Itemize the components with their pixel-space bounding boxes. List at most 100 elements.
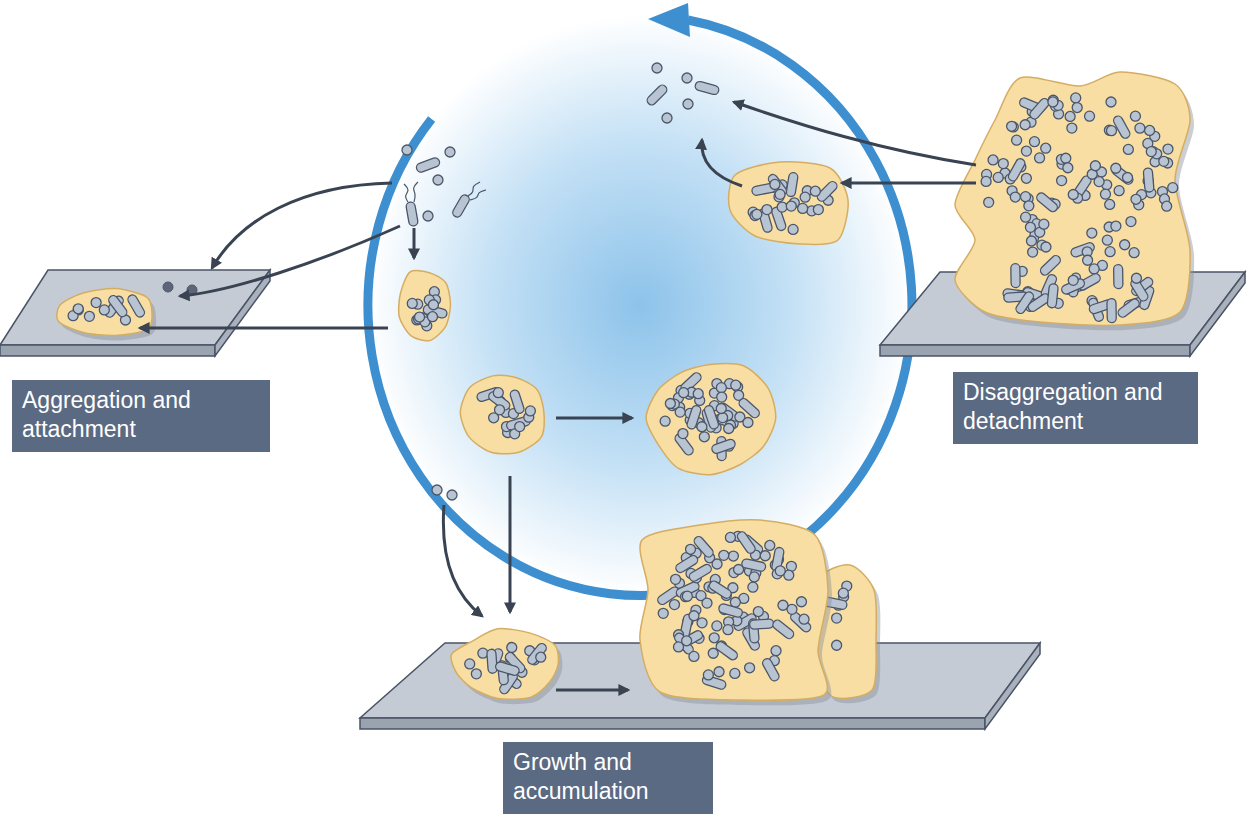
coccus-cell	[749, 572, 759, 582]
stage-label: Growth and accumulation	[513, 748, 703, 806]
coccus-cell	[1089, 264, 1099, 274]
coccus-cell	[1048, 97, 1058, 107]
coccus-cell	[91, 298, 101, 308]
process-arrow	[413, 228, 416, 258]
process-arrow	[734, 102, 976, 165]
coccus-cell	[1111, 221, 1121, 231]
coccus-cell	[786, 201, 796, 211]
coccus-cell	[671, 574, 681, 584]
rod-cell	[703, 404, 719, 430]
coccus-cell	[665, 398, 675, 408]
rod-cell	[714, 640, 739, 661]
coccus-cell	[730, 668, 740, 678]
process-arrow	[443, 505, 482, 616]
coccus-cell	[697, 618, 707, 628]
coccus-cell	[708, 648, 718, 658]
coccus-cell	[445, 147, 455, 157]
coccus-cell	[993, 172, 1003, 182]
coccus-cell	[716, 383, 726, 393]
rod-cell	[1047, 283, 1058, 308]
rod-cell	[415, 157, 441, 174]
coccus-cell	[718, 413, 728, 423]
coccus-cell	[1129, 248, 1139, 258]
rod-cell	[711, 438, 737, 454]
biofilm-aggregate	[460, 375, 544, 454]
coccus-cell	[1010, 192, 1020, 202]
coccus-cell	[683, 99, 693, 109]
cycle-arrow-head	[648, 3, 690, 37]
coccus-cell	[832, 613, 842, 623]
matrix-blob	[451, 629, 558, 700]
rod-cell	[771, 618, 795, 640]
rod-cell	[708, 579, 733, 600]
coccus-cell	[679, 388, 689, 398]
coccus-cell	[682, 591, 692, 601]
coccus-cell	[1067, 123, 1077, 133]
coccus-cell	[1163, 144, 1173, 154]
coccus-cell	[669, 600, 679, 610]
coccus-cell	[810, 186, 820, 196]
coccus-cell	[1131, 194, 1141, 204]
coccus-cell	[689, 611, 699, 621]
coccus-cell	[1106, 126, 1116, 136]
coccus-cell	[660, 416, 670, 426]
flagellum	[470, 190, 486, 200]
coccus-cell	[1020, 120, 1030, 130]
rod-cell	[688, 563, 713, 583]
coccus-cell	[1126, 217, 1136, 227]
rod-cell	[405, 201, 418, 226]
process-arrow	[212, 183, 392, 268]
coccus-cell	[1100, 189, 1110, 199]
biofilm-aggregate	[646, 364, 776, 475]
process-arrow	[140, 327, 388, 330]
coccus-cell	[1123, 144, 1133, 154]
biofilm-aggregate	[640, 520, 832, 706]
coccus-cell	[1105, 199, 1115, 209]
process-arrow	[842, 182, 976, 185]
coccus-cell	[1168, 183, 1178, 193]
coccus-cell	[838, 588, 848, 598]
coccus-cell	[981, 176, 991, 186]
coccus-cell	[788, 224, 798, 234]
coccus-cell	[447, 490, 457, 500]
rod-cell	[495, 661, 521, 676]
biofilm-aggregate	[955, 72, 1194, 330]
rod-cell	[1014, 290, 1035, 315]
coccus-cell	[716, 404, 726, 414]
stage-label-box: Growth and accumulation	[503, 742, 713, 814]
rod-cell	[107, 294, 129, 319]
matrix-blob	[646, 364, 776, 475]
rod-cell	[1028, 97, 1051, 121]
coccus-cell	[678, 429, 688, 439]
coccus-cell	[428, 312, 438, 322]
coccus-cell	[428, 300, 438, 310]
coccus-cell	[1114, 186, 1124, 196]
coccus-cell	[709, 633, 719, 643]
process-arrow	[556, 689, 628, 692]
coccus-cell	[723, 625, 733, 635]
coccus-cell	[1102, 235, 1112, 245]
coccus-cell	[515, 422, 525, 432]
coccus-cell	[832, 640, 842, 650]
matrix-blob	[955, 72, 1190, 325]
coccus-cell	[1105, 247, 1115, 257]
coccus-cell	[725, 532, 735, 542]
surface-edge	[880, 345, 1190, 356]
coccus-cell	[702, 598, 712, 608]
coccus-cell	[489, 413, 499, 423]
coccus-cell	[1026, 236, 1036, 246]
coccus-cell	[1087, 228, 1097, 238]
rod-cell	[741, 558, 766, 572]
coccus-cell	[1029, 137, 1039, 147]
flagellum	[414, 182, 418, 202]
coccus-cell	[682, 636, 692, 646]
stage-label-box: Aggregation and attachment	[12, 380, 270, 452]
coccus-cell	[1085, 111, 1095, 121]
rod-cell	[718, 603, 744, 618]
stage-label: Aggregation and attachment	[22, 386, 260, 444]
cycle-ring	[368, 3, 912, 595]
coccus-cell	[798, 203, 808, 213]
coccus-cell	[423, 211, 433, 221]
cycle-ground	[368, 15, 912, 595]
coccus-cell	[675, 407, 685, 417]
